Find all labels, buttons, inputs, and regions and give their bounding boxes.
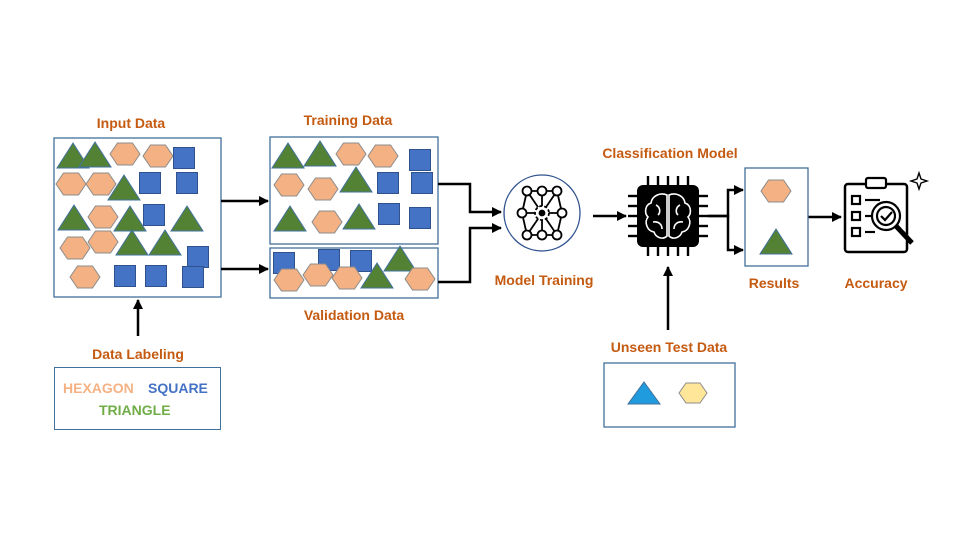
brain-chip-icon <box>628 176 708 256</box>
input-data-label: Input Data <box>96 115 166 131</box>
model-training-label: Model Training <box>494 272 594 288</box>
checklist-magnifier-icon <box>843 170 930 254</box>
unseen-test-data-box <box>603 362 736 428</box>
training-data-label: Training Data <box>303 112 393 128</box>
accuracy-label: Accuracy <box>844 275 908 291</box>
legend-square: SQUARE <box>148 380 208 396</box>
legend-hexagon: HEXAGON <box>63 380 134 396</box>
unseen-test-data-label: Unseen Test Data <box>610 339 728 355</box>
validation-data-label: Validation Data <box>303 307 405 323</box>
results-label: Results <box>748 275 800 291</box>
classification-model-label: Classification Model <box>602 145 738 161</box>
validation-data-box <box>269 245 439 299</box>
neural-network-icon <box>503 174 581 252</box>
results-box <box>744 167 809 267</box>
input-data-box <box>53 137 222 298</box>
data-labeling-label: Data Labeling <box>92 346 184 362</box>
legend-triangle: TRIANGLE <box>99 402 171 418</box>
data-labeling-legend: HEXAGON SQUARE TRIANGLE <box>54 367 221 430</box>
connector-arrows <box>133 182 842 336</box>
training-data-box <box>269 136 439 245</box>
